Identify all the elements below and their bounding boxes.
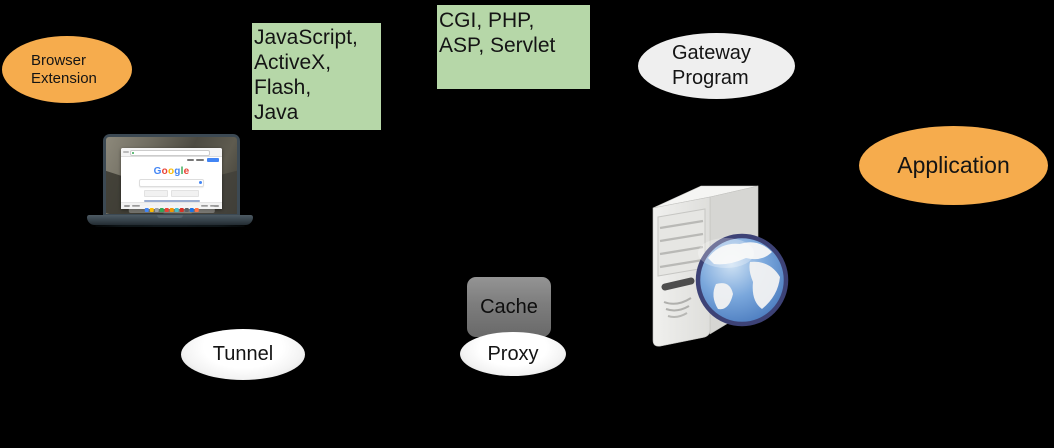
browser-footer [121, 202, 222, 209]
globe-icon [695, 233, 789, 327]
google-search-button [144, 190, 168, 197]
server-tech-label: CGI, PHP, ASP, Servlet [439, 9, 556, 57]
images-link [196, 159, 204, 161]
cache-node: Cache [467, 277, 551, 337]
browser-extension-node: Browser Extension [2, 36, 132, 103]
search-input [139, 179, 204, 187]
server-tech-node: CGI, PHP, ASP, Servlet [437, 5, 590, 89]
promo-links [143, 200, 200, 202]
client-tech-label: JavaScript, ActiveX, Flash, Java [254, 26, 358, 124]
proxy-label: Proxy [487, 342, 539, 365]
nav-buttons-icon [123, 151, 129, 153]
gmail-link [187, 159, 194, 161]
server-drive-slot [661, 277, 695, 291]
laptop-screen: Google [103, 134, 240, 216]
google-logo: Google [153, 166, 190, 177]
tunnel-node: Tunnel [181, 329, 305, 380]
cache-label: Cache [480, 295, 538, 318]
gateway-program-label: Gateway Program [672, 42, 751, 89]
proxy-node: Proxy [460, 332, 566, 376]
browser-window: Google [121, 148, 222, 209]
web-server-icon [652, 185, 789, 347]
browser-toolbar [121, 148, 222, 157]
laptop-base [87, 215, 253, 227]
tunnel-label: Tunnel [212, 343, 274, 365]
signin-row [121, 157, 222, 164]
laptop-wallpaper: Google [106, 137, 237, 214]
dock [128, 206, 215, 213]
browser-extension-label: Browser Extension [31, 51, 97, 87]
laptop-icon: Google [87, 134, 253, 228]
feeling-lucky-button [171, 190, 199, 197]
secure-lock-icon [132, 152, 134, 154]
sign-in-button [207, 158, 219, 162]
address-bar [130, 150, 210, 156]
mic-icon [198, 181, 202, 184]
client-tech-node: JavaScript, ActiveX, Flash, Java [252, 23, 381, 130]
application-node: Application [859, 126, 1048, 205]
gateway-program-node: Gateway Program [638, 33, 795, 99]
application-label: Application [897, 152, 1010, 178]
